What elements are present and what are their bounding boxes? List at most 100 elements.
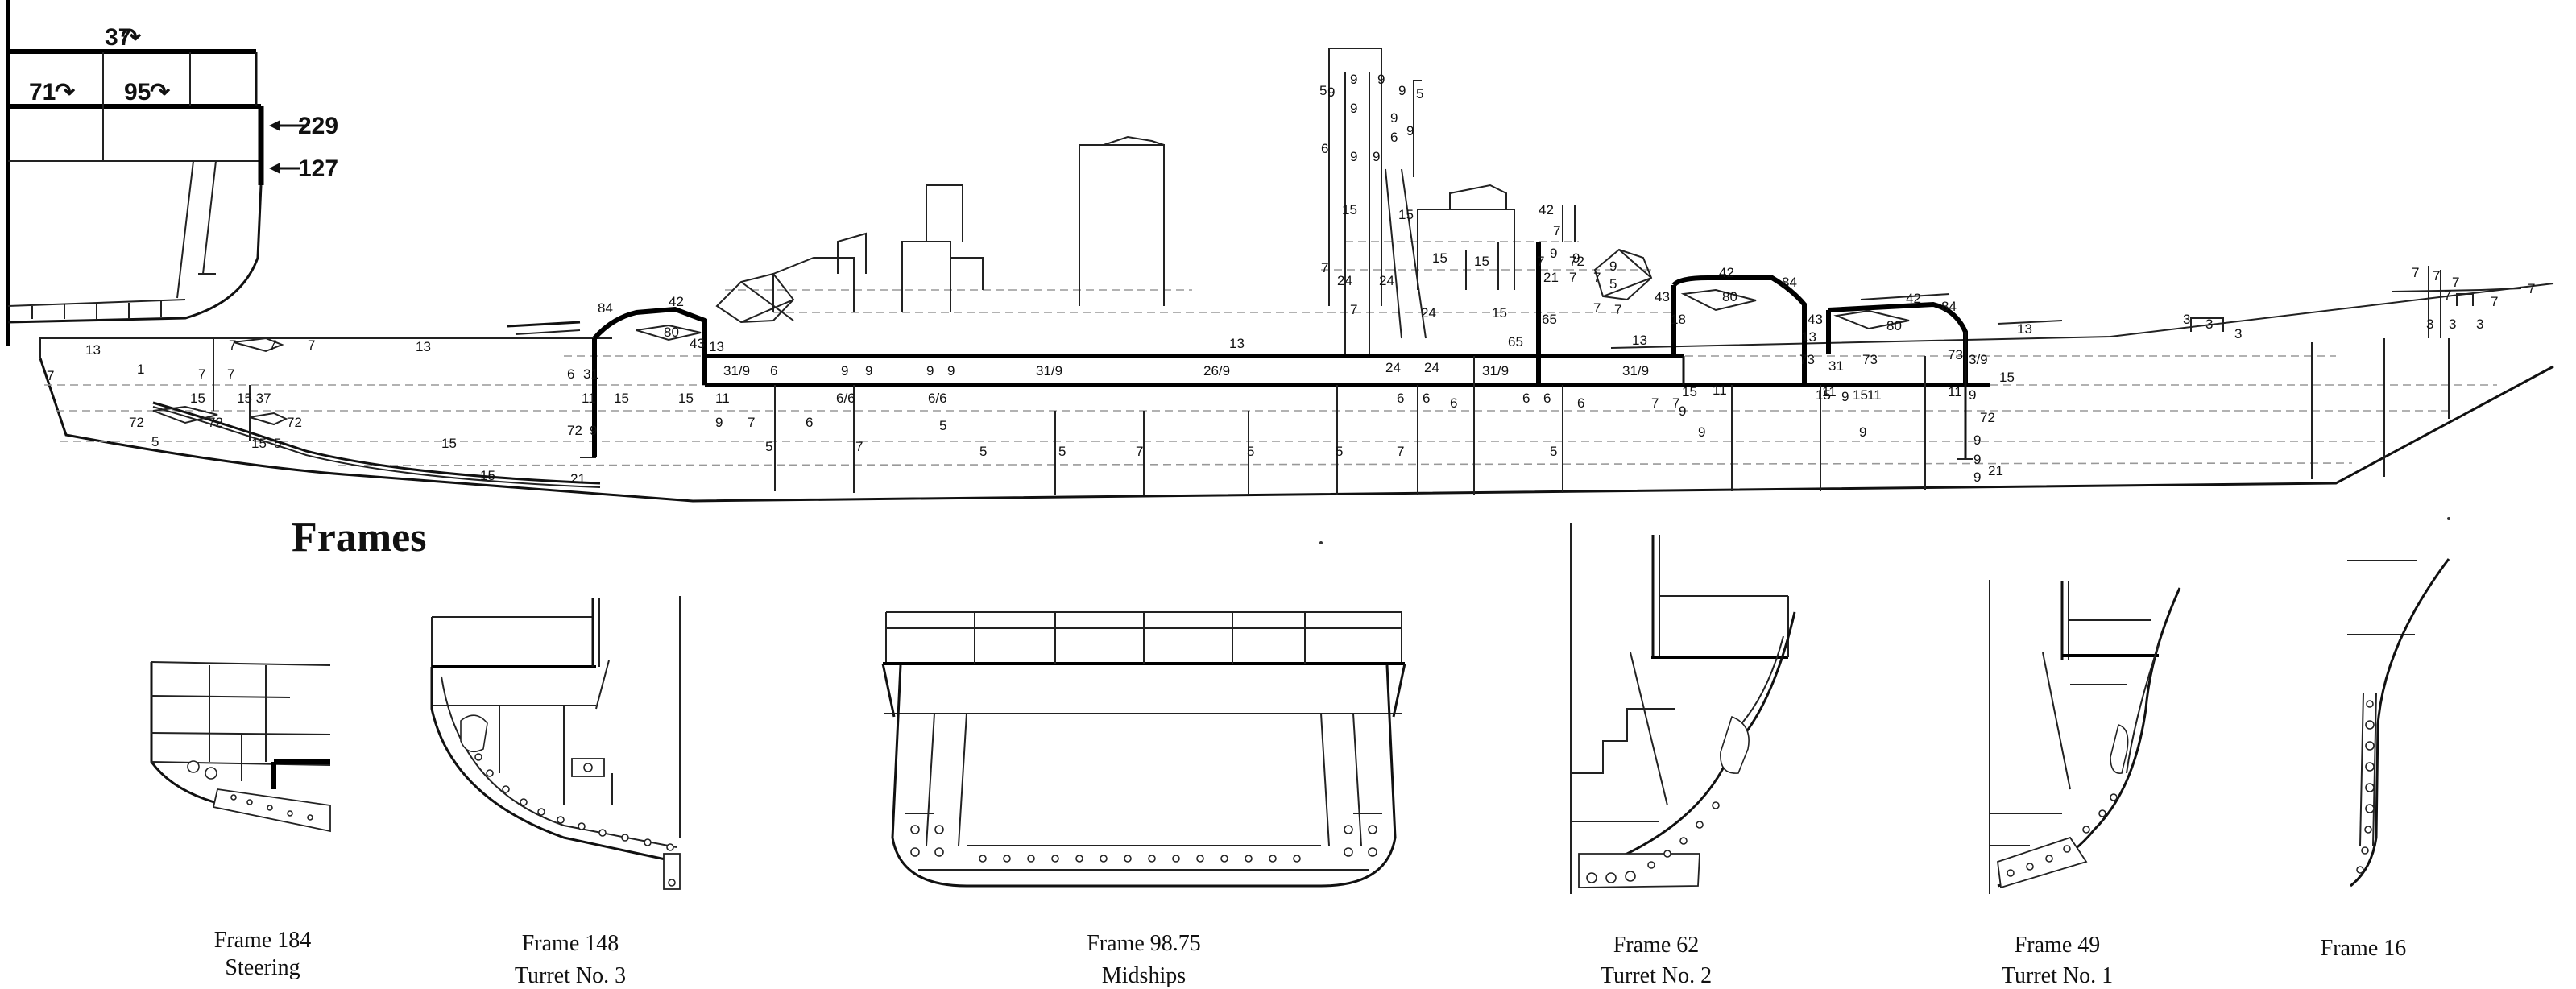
armor-thickness-label: 11 xyxy=(1822,384,1837,399)
armor-thickness-label: 7 xyxy=(229,337,236,353)
armor-thickness-label: 7 xyxy=(855,439,863,454)
frame-16-title: Frame 16 xyxy=(2321,936,2407,961)
armor-thickness-label: 5 xyxy=(1058,444,1066,459)
armor-thickness-label: 9 xyxy=(1572,250,1580,266)
armor-thickness-label: 42 xyxy=(669,294,684,309)
armor-thickness-label: 6 xyxy=(1450,395,1457,411)
armor-thickness-label: 24 xyxy=(1424,360,1439,375)
inset-section: 37 ↷ 71 ↷ 95 ↷ 229 127 xyxy=(6,0,338,346)
armor-thickness-label: 15 xyxy=(441,436,457,451)
armor-thickness-label: 11 xyxy=(1867,387,1882,403)
armor-thickness-label: 43 xyxy=(1655,289,1670,304)
armor-thickness-label: 80 xyxy=(1722,289,1737,304)
armor-thickness-label: 3 xyxy=(2183,312,2190,327)
armor-thickness-label: 5 xyxy=(1319,83,1327,98)
armor-thickness-label: 9 xyxy=(1698,424,1705,440)
armor-thickness-label: 15 xyxy=(190,391,205,406)
armor-thickness-label: 15 xyxy=(251,436,267,451)
armor-thickness-label: 24 xyxy=(1337,273,1352,288)
armor-thickness-label: 9 xyxy=(1350,149,1357,164)
armor-thickness-label: 73 xyxy=(1799,352,1815,367)
armor-thickness-label: 72 xyxy=(1569,254,1584,269)
inset-label-37: 37 xyxy=(105,24,131,51)
frame-184-section xyxy=(150,661,331,833)
armor-thickness-label: 9 xyxy=(1859,424,1866,440)
armor-thickness-label: 13 xyxy=(709,339,724,354)
armor-thickness-label: 72 xyxy=(129,415,144,430)
armor-thickness-label: 5 xyxy=(979,444,987,459)
frame-184-title: Frame 184 xyxy=(214,928,312,953)
armor-thickness-label: 18 xyxy=(1671,312,1686,327)
armor-thickness-label: 5 xyxy=(939,418,946,433)
armor-thickness-label: 9 xyxy=(841,363,848,379)
armor-thickness-label: 7 xyxy=(2452,275,2459,290)
armor-thickness-label: 31 xyxy=(1828,358,1844,374)
armor-thickness-label: 7 xyxy=(2491,294,2498,309)
armor-thickness-label: 15 xyxy=(1999,370,2015,385)
armor-thickness-label: 9 xyxy=(715,415,723,430)
svg-text:↷: ↷ xyxy=(55,79,76,106)
armor-thickness-label: 15 xyxy=(1682,384,1697,399)
armor-thickness-label: 9 xyxy=(865,363,872,379)
armor-thickness-label: 6 xyxy=(1397,391,1404,406)
armor-thickness-label: 9 xyxy=(1373,149,1380,164)
frame-9875-title: Frame 98.75 xyxy=(1087,931,1201,956)
armor-thickness-label: 9 xyxy=(1973,470,1981,485)
armor-thickness-label: 6 xyxy=(1522,391,1530,406)
armor-thickness-label: 31/9 xyxy=(723,363,750,379)
frames-title: Frames xyxy=(292,515,426,561)
armor-thickness-label: 13 xyxy=(416,339,431,354)
armor-thickness-label: 7 xyxy=(269,337,276,353)
armor-thickness-label: 11 xyxy=(582,391,596,406)
armor-thickness-label: 3 xyxy=(2234,326,2242,341)
armor-thickness-label: 5 xyxy=(1550,444,1557,459)
frame-184-subtitle: Steering xyxy=(225,955,300,980)
armor-thickness-label: 7 xyxy=(1593,270,1601,285)
armor-thickness-label: 9 xyxy=(1841,389,1849,404)
armor-thickness-label: 9 xyxy=(1550,246,1557,261)
armor-thickness-label: 24 xyxy=(1379,273,1394,288)
armor-thickness-label: 9 xyxy=(1406,123,1414,139)
inset-label-127: 127 xyxy=(298,155,338,182)
armor-thickness-label: 31/9 xyxy=(1036,363,1062,379)
armor-thickness-label: 21 xyxy=(1543,270,1559,285)
armor-thickness-label: 7 xyxy=(2412,265,2419,280)
armor-thickness-label: 7 xyxy=(227,366,234,382)
armor-thickness-label: 13 xyxy=(2017,321,2032,337)
armor-thickness-label: 6 xyxy=(806,415,813,430)
armor-thickness-label: 9 xyxy=(1973,452,1981,467)
armor-thickness-label: 73 xyxy=(1862,352,1878,367)
frame-62-subtitle: Turret No. 2 xyxy=(1601,963,1712,988)
armor-thickness-label: 72 xyxy=(1980,410,1995,425)
frame-9875-subtitle: Midships xyxy=(1102,963,1186,988)
armor-thickness-label: 6 xyxy=(1543,391,1551,406)
armor-thickness-label: 13 xyxy=(1801,329,1816,345)
armor-thickness-label: 7 xyxy=(1672,395,1679,411)
ship-profile xyxy=(39,48,2554,503)
frame-148-subtitle: Turret No. 3 xyxy=(515,963,626,988)
armor-thickness-label: 24 xyxy=(1421,305,1436,321)
armor-thickness-label: 43 xyxy=(690,336,705,351)
inset-label-71: 71 xyxy=(29,79,56,106)
armor-thickness-label: 7 xyxy=(1569,270,1576,285)
armor-thickness-label: 7 xyxy=(1593,300,1601,316)
armor-thickness-label: 5 xyxy=(1416,86,1423,101)
frame-49-section xyxy=(1989,580,2181,894)
armor-thickness-label: 6 xyxy=(1390,130,1398,145)
armor-thickness-label: 6 xyxy=(1423,391,1430,406)
armor-thickness-label: 5 xyxy=(1336,444,1343,459)
armor-thickness-label: 9 xyxy=(1390,110,1398,126)
armor-thickness-label: 9 xyxy=(1350,101,1357,116)
armor-thickness-label: 24 xyxy=(1385,360,1401,375)
armor-thickness-label: 9 xyxy=(1969,387,1976,403)
armor-thickness-label: 7 xyxy=(1350,302,1357,317)
armor-thickness-label: 84 xyxy=(1782,275,1797,290)
armor-thickness-label: 9 xyxy=(926,363,934,379)
armor-thickness-label: 21 xyxy=(570,471,586,486)
armor-thickness-label: 5 xyxy=(151,434,159,449)
armor-thickness-label: 7 xyxy=(1321,260,1328,275)
svg-text:↷: ↷ xyxy=(150,79,171,106)
armor-thickness-label: 9 xyxy=(1973,432,1981,448)
frame-148-section xyxy=(430,596,681,890)
armor-thickness-label: 9 xyxy=(1377,72,1385,87)
